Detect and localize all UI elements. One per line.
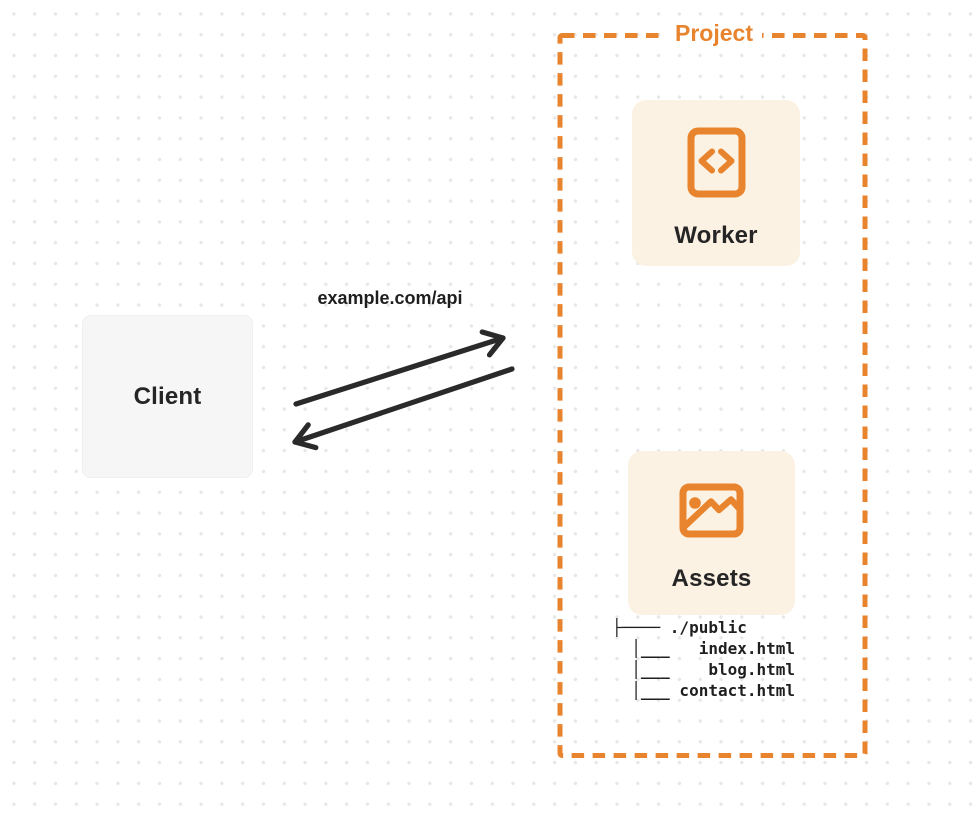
assets-label: Assets: [671, 565, 752, 592]
file-tree: ├──── ./public │___ index.html │___ blog…: [612, 618, 796, 700]
image-icon: [679, 483, 744, 538]
client-node: Client: [82, 315, 253, 478]
worker-label: Worker: [674, 222, 758, 249]
response-arrow: [292, 366, 515, 451]
assets-node: Assets: [628, 451, 795, 615]
code-file-icon: [687, 127, 746, 198]
project-title: Project: [666, 20, 762, 47]
request-route-label: example.com/api: [317, 288, 463, 308]
worker-node: Worker: [632, 100, 800, 266]
request-arrow: [293, 329, 506, 407]
client-label: Client: [133, 382, 202, 410]
